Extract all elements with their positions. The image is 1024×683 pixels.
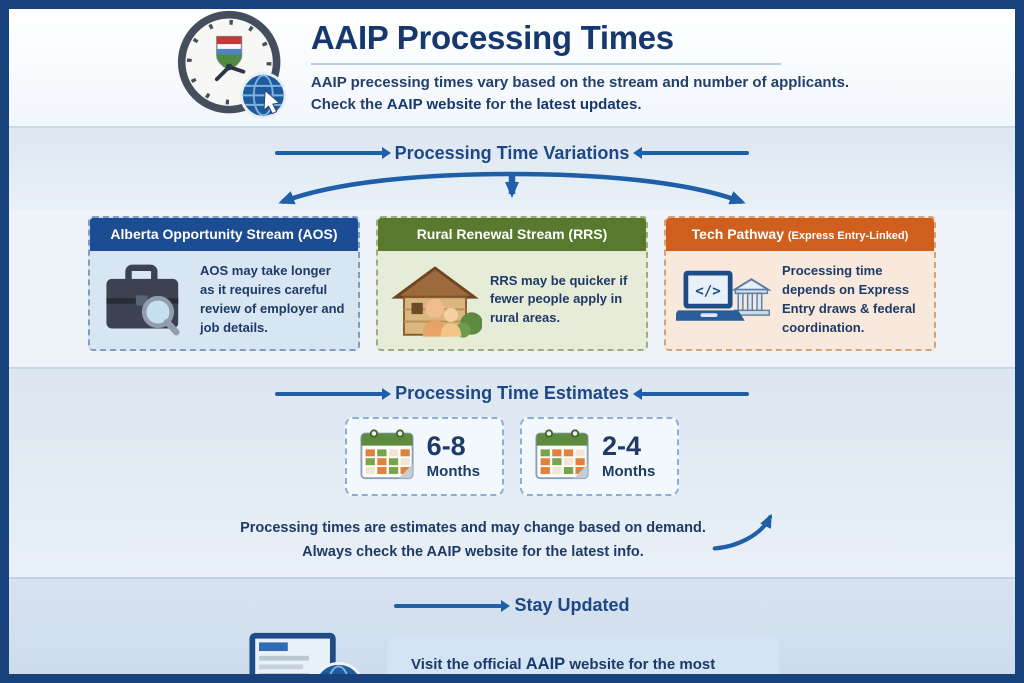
header-subtitle-line2: Check the AAIP website for the latest up… — [310, 96, 642, 113]
estimates-note: Processing times are estimates and may c… — [240, 517, 706, 565]
monitor-globe-icon — [245, 629, 367, 674]
section-title-estimates: Processing Time Estimates — [9, 377, 1015, 411]
note-line-2: Always check the AAIP website for the la… — [302, 543, 644, 560]
arrow-right-icon — [275, 392, 384, 396]
calendar-icon — [359, 427, 415, 486]
curved-arrow-icon — [710, 506, 784, 559]
briefcase-magnifier-icon — [100, 264, 192, 336]
arrow-right-icon — [274, 151, 383, 155]
card-aos-text: AOS may take longer as it requires caref… — [200, 263, 345, 335]
section-stay-updated: Stay Updated — [9, 576, 1015, 674]
section-title-variations: Processing Time Variations — [9, 136, 1015, 170]
estimate-range: 6-8 — [426, 430, 466, 461]
variations-title: Processing Time Variations — [394, 142, 630, 163]
card-aos: Alberta Opportunity Stream (AOS) AOS may… — [88, 216, 360, 351]
header-subtitle-line1: AAIP precessing times vary based on the … — [310, 73, 850, 91]
card-tech: Tech Pathway (Express Entry-Linked) — [664, 216, 936, 351]
section-variations: Processing Time Variations — [9, 128, 1015, 210]
arrow-left-icon — [641, 151, 750, 155]
card-rrs-text: RRS may be quicker if fewer people apply… — [490, 272, 628, 326]
estimate-range: 2-4 — [602, 430, 642, 461]
laptop-code-building-icon: </> — [676, 265, 774, 335]
card-aos-header: Alberta Opportunity Stream (AOS) — [90, 218, 358, 251]
stream-cards-row: Alberta Opportunity Stream (AOS) AOS may… — [9, 210, 1015, 367]
card-rrs-header: Rural Renewal Stream (RRS) — [378, 218, 646, 251]
estimate-box-2: 2-4 Months — [520, 416, 680, 496]
section-estimates: Processing Time Estimates — [9, 366, 1015, 577]
card-tech-text: Processing time depends on Express Entry… — [782, 263, 916, 335]
card-tech-header: Tech Pathway (Express Entry-Linked) — [666, 218, 934, 252]
card-rrs: Rural Renewal Stream (RRS) — [376, 216, 648, 351]
estimate-unit: Months — [426, 462, 480, 480]
note-line-1: Processing times are estimates and may c… — [240, 519, 706, 536]
estimate-box-1: 6-8 Months — [344, 416, 504, 496]
svg-text:</>: </> — [695, 283, 721, 299]
page-title: AAIP Processing Times — [310, 18, 674, 56]
stay-updated-title: Stay Updated — [514, 595, 630, 616]
calendar-icon — [534, 427, 590, 486]
stay-updated-message: Visit the official AAIP website for the … — [387, 635, 779, 674]
estimate-unit: Months — [602, 462, 656, 480]
house-people-icon — [388, 261, 482, 339]
arrow-left-icon — [640, 392, 749, 396]
branch-arrows-icon — [9, 170, 1015, 210]
estimates-title: Processing Time Estimates — [395, 383, 629, 404]
title-divider — [310, 62, 781, 65]
arrow-right-icon — [394, 604, 503, 608]
header: AAIP Processing Times AAIP precessing ti… — [9, 9, 1015, 128]
clock-alberta-globe-icon — [175, 9, 289, 126]
section-title-stay-updated: Stay Updated — [9, 589, 1015, 623]
